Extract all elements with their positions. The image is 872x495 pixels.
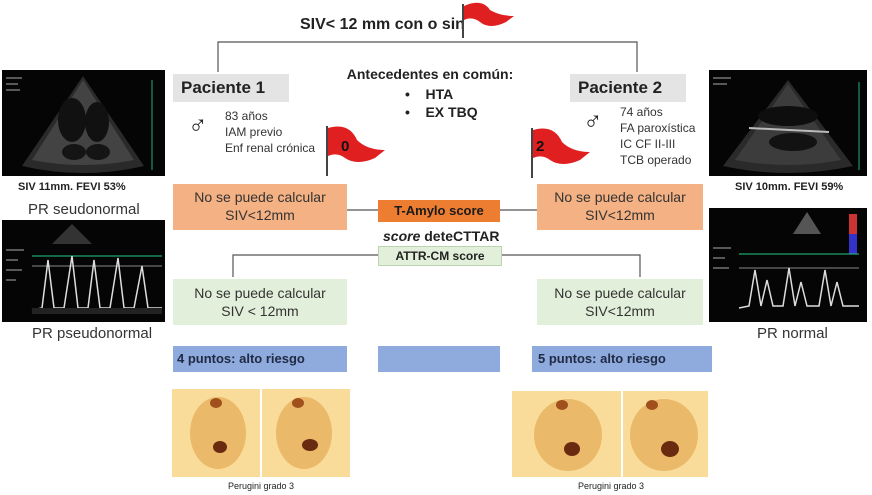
red-flag-icon [326,126,385,176]
red-flag-icon [462,2,514,38]
male-symbol-icon: ♂ [583,106,603,136]
scintigraphy-image-patient-1 [172,389,350,477]
doppler-image-patient-2 [709,208,867,322]
male-symbol-icon: ♂ [188,110,208,140]
scintigraphy-image-patient-2 [512,391,708,477]
patient-1-label: Paciente 1 [173,74,289,102]
tamylo-result-patient-1: No se puede calcular SIV<12mm [173,184,347,230]
page-title: SIV< 12 mm con o sin [300,16,465,33]
tamylo-score-label: T-Amylo score [378,200,500,222]
points-patient-2: 5 puntos: alto riesgo [532,346,712,372]
pr-caption-bottom-patient-2: PR normal [757,325,828,342]
detecttar-score-label: score deteCTTAR [383,228,500,244]
patient-2-details: 74 años FA paroxística IC CF II-III TCB … [620,105,696,167]
patient-1-flag-number: 0 [341,138,350,155]
list-item: • HTA [405,86,454,102]
doppler-image-patient-1 [2,220,165,322]
scint-caption-patient-1: Perugini grado 3 [228,481,295,491]
patient-1-details: 83 años IAM previo Enf renal crónica [225,109,316,155]
echo-caption-patient-1: SIV 11mm. FEVI 53% [18,181,126,193]
patient-2-label: Paciente 2 [570,74,686,102]
echo-image-patient-1 [2,70,165,176]
attr-cm-score-label: ATTR-CM score [378,246,502,266]
points-connector-box [378,346,500,372]
antecedentes-list: • HTA • EX TBQ [405,84,478,122]
echo-image-patient-2 [709,70,867,176]
patient-2-flag-number: 2 [536,138,545,155]
echo-caption-patient-2: SIV 10mm. FEVI 59% [735,181,844,193]
scint-caption-patient-2: Perugini grado 3 [578,481,645,491]
tamylo-result-patient-2: No se puede calcular SIV<12mm [537,184,703,230]
red-flag-icon [531,128,590,178]
pr-caption-top-patient-1: PR seudonormal [28,201,140,218]
antecedentes-title: Antecedentes en común: [346,66,514,82]
list-item: • EX TBQ [405,104,478,120]
attr-result-patient-1: No se puede calcular SIV < 12mm [173,279,347,325]
attr-result-patient-2: No se puede calcular SIV<12mm [537,279,703,325]
pr-caption-bottom-patient-1: PR pseudonormal [32,325,153,342]
points-patient-1: 4 puntos: alto riesgo [173,346,347,372]
